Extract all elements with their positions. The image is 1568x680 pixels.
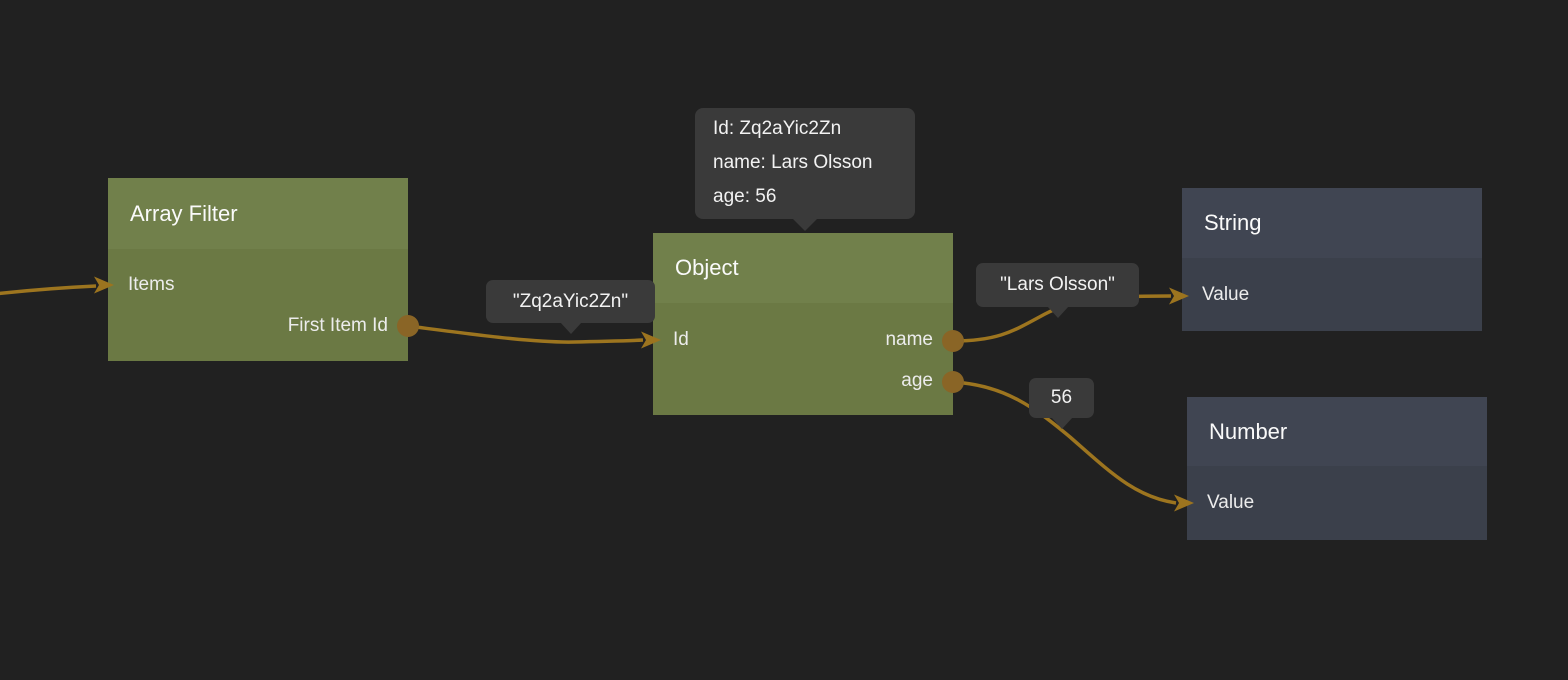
output-port-label-name: name: [885, 328, 933, 350]
edge-incoming-items[interactable]: [0, 284, 97, 296]
node-object[interactable]: Object Id name age: [653, 233, 953, 415]
node-title: Array Filter: [130, 200, 238, 226]
edge-value-text: "Zq2aYic2Zn": [512, 290, 629, 312]
tooltip-line-name: name: Lars Olsson: [713, 152, 873, 173]
node-title: Object: [675, 255, 739, 280]
input-port-label-items: Items: [128, 273, 175, 295]
output-port-label-first-item-id: First Item Id: [287, 314, 388, 336]
input-port-label-value: Value: [1202, 283, 1250, 305]
node-array-filter[interactable]: Array Filter Items First Item Id: [108, 178, 408, 361]
node-title: String: [1204, 210, 1262, 235]
node-body: Items First Item Id: [108, 249, 408, 361]
node-header[interactable]: Array Filter: [108, 178, 408, 249]
output-port-label-age: age: [901, 369, 933, 391]
tooltip-line-id: Id: Zq2aYic2Zn: [713, 118, 842, 139]
edge-value-label-id: "Zq2aYic2Zn": [486, 280, 655, 334]
port-row-value: Value: [1187, 482, 1487, 523]
edge-first-item-id-to-id[interactable]: [407, 324, 644, 344]
port-row-first-item-id: First Item Id: [108, 305, 408, 346]
bubble-pointer-icon: [559, 322, 582, 334]
node-string[interactable]: String Value: [1182, 188, 1482, 331]
node-header[interactable]: Object: [653, 233, 953, 303]
object-output-tooltip: Id: Zq2aYic2Zn name: Lars Olsson age: 56: [695, 108, 915, 231]
bubble-pointer-icon: [1050, 417, 1073, 429]
port-row-items: Items: [108, 264, 408, 305]
port-row-value: Value: [1182, 274, 1482, 315]
port-row-id-name: Id name: [653, 319, 953, 360]
edge-value-label-name: "Lars Olsson": [976, 263, 1139, 318]
input-port-label-id: Id: [673, 328, 689, 350]
bubble-pointer-icon: [1046, 306, 1069, 318]
node-number[interactable]: Number Value: [1187, 397, 1487, 540]
node-body: Value: [1182, 258, 1482, 331]
tooltip-line-age: age: 56: [713, 186, 777, 207]
port-row-age: age: [653, 360, 953, 401]
node-header[interactable]: Number: [1187, 397, 1487, 466]
node-header[interactable]: String: [1182, 188, 1482, 258]
input-port-label-value: Value: [1207, 491, 1255, 513]
node-body: Value: [1187, 466, 1487, 540]
edge-value-text: "Lars Olsson": [1000, 274, 1115, 295]
node-title: Number: [1209, 418, 1288, 444]
tooltip-pointer-icon: [792, 218, 818, 231]
edge-value-label-age: 56: [1029, 378, 1094, 429]
node-body: Id name age: [653, 303, 953, 415]
edge-value-text: 56: [1050, 387, 1073, 408]
